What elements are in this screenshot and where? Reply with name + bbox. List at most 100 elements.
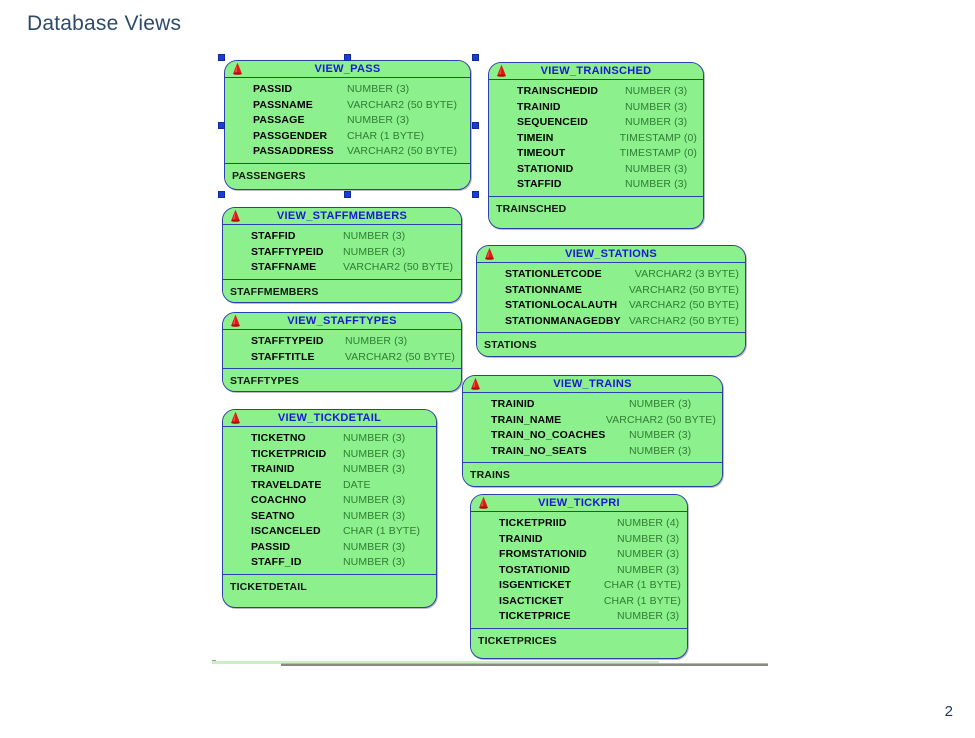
column-type: NUMBER (3)	[629, 444, 692, 457]
column-name: TIMEOUT	[517, 147, 566, 159]
column-type: CHAR (1 BYTE)	[343, 525, 421, 537]
resize-handle-w[interactable]	[218, 121, 225, 129]
oracle-view-icon	[229, 209, 242, 224]
resize-handle-n[interactable]	[344, 54, 351, 61]
column-name: TRAINID	[517, 100, 561, 113]
column-type: VARCHAR2 (50 BYTE)	[628, 283, 739, 296]
entity-source-table: PASSENGERS	[225, 163, 470, 188]
column-name: STAFF_ID	[251, 556, 302, 568]
entity-source-table: TRAINS	[463, 463, 722, 486]
column-type: NUMBER (3)	[343, 230, 406, 242]
column-type: NUMBER (3)	[625, 178, 688, 190]
resize-handle-se[interactable]	[472, 191, 479, 198]
column-name: PASSNAME	[253, 98, 313, 111]
column-type: VARCHAR2 (50 BYTE)	[347, 145, 458, 157]
entity-header: VIEW_TRAINS	[463, 376, 722, 393]
column-type: CHAR (1 BYTE)	[603, 579, 681, 591]
resize-handle-e[interactable]	[472, 121, 479, 129]
column-name: PASSADDRESS	[253, 145, 334, 157]
column-row[interactable]: STATIONNAME VARCHAR2 (50 BYTE)	[483, 283, 739, 299]
entity-title: VIEW_PASS	[314, 62, 381, 75]
column-type: NUMBER (3)	[625, 100, 688, 113]
column-type: NUMBER (3)	[343, 494, 406, 506]
column-type: VARCHAR2 (50 BYTE)	[344, 350, 455, 363]
column-type: NUMBER (3)	[343, 509, 406, 522]
column-type: VARCHAR2 (50 BYTE)	[628, 314, 739, 327]
entity-source-table: STAFFTYPES	[223, 369, 461, 391]
column-row[interactable]: ISGENTICKET CHAR (1 BYTE)	[477, 578, 681, 594]
column-row[interactable]: PASSADDRESS VARCHAR2 (50 BYTE)	[231, 144, 464, 160]
column-name: TOSTATIONID	[499, 563, 571, 576]
resize-handle-s[interactable]	[344, 191, 351, 198]
column-name: STATIONID	[517, 162, 574, 175]
resize-handle-sw[interactable]	[218, 191, 225, 198]
entity-title: VIEW_TRAINSCHED	[540, 64, 652, 77]
entity-source-table: STATIONS	[477, 333, 745, 356]
column-name: ISGENTICKET	[499, 579, 572, 591]
column-name: STATIONNAME	[505, 283, 583, 296]
column-type: CHAR (1 BYTE)	[603, 594, 681, 607]
column-type: NUMBER (3)	[343, 432, 406, 444]
column-name: TRAINID	[499, 532, 543, 545]
column-name: PASSAGE	[253, 114, 305, 126]
resize-handle-nw[interactable]	[218, 54, 225, 61]
entity-source-table: TRAINSCHED	[489, 196, 703, 221]
column-name: STATIONLETCODE	[505, 268, 602, 280]
resize-handle-ne[interactable]	[472, 54, 479, 61]
column-type: NUMBER (3)	[343, 540, 406, 553]
column-name: TICKETPRICE	[499, 610, 571, 622]
column-row[interactable]: TRAINID NUMBER (3)	[495, 100, 697, 116]
entity-source-label: TRAINSCHED	[496, 202, 567, 215]
entity-title: VIEW_TRAINS	[553, 377, 632, 390]
column-type: VARCHAR2 (50 BYTE)	[628, 299, 739, 311]
entity-source-label: STAFFMEMBERS	[230, 285, 319, 298]
